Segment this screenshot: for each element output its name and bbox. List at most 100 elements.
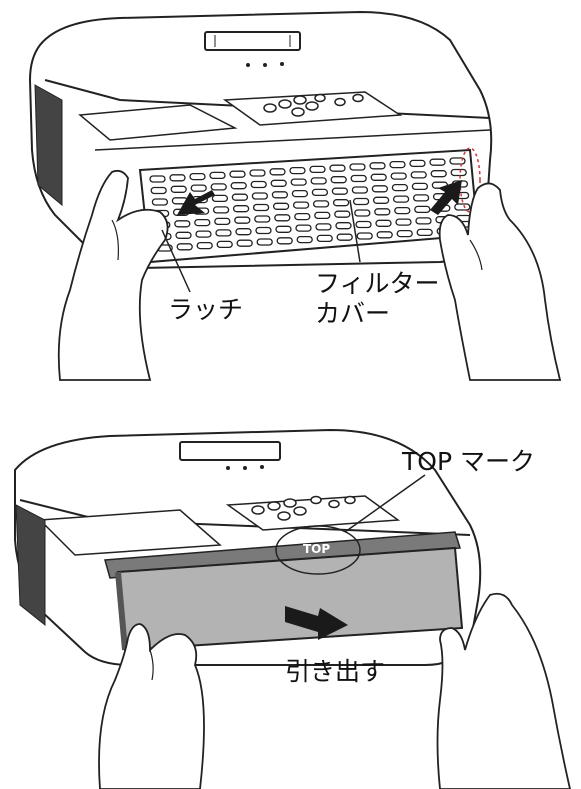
grille-slot — [235, 228, 252, 236]
grille-slot — [351, 186, 369, 194]
grille-slot — [392, 195, 410, 203]
grille-slot — [334, 210, 351, 218]
grille-slot — [376, 231, 393, 239]
filter-cover-grille — [138, 148, 480, 264]
pull-out-label: 引き出す — [285, 657, 385, 686]
hand-right-icon — [438, 182, 562, 381]
grille-slot — [395, 218, 412, 226]
grille-slot — [234, 216, 251, 224]
latch-label: ラッチ — [168, 295, 243, 324]
grille-slot — [316, 234, 333, 243]
filter-cover-label-line2: カバー — [315, 299, 390, 328]
grille-slot — [272, 202, 290, 210]
grille-slot — [449, 157, 466, 165]
control-buttons-2 — [251, 495, 356, 521]
grille-slot — [290, 178, 307, 186]
grille-slot — [330, 176, 347, 184]
grille-slot — [396, 229, 413, 238]
grille-slot — [212, 206, 230, 214]
grille-slot — [296, 235, 313, 244]
filter-cover-label-line1: フィルター — [315, 269, 440, 298]
arrow-left-icon — [177, 190, 215, 215]
grille-slot — [271, 191, 289, 199]
grille-slot — [374, 208, 391, 216]
latch-leader-line — [161, 229, 191, 293]
top-mark-text: TOP — [303, 542, 330, 556]
grille-slot — [230, 182, 247, 190]
filter-cover-leader-line — [349, 199, 361, 263]
grille-slot — [314, 211, 331, 220]
grille-slot — [176, 243, 193, 251]
grille-slot — [350, 174, 367, 183]
grille-slot — [294, 212, 311, 221]
grille-slot — [251, 192, 269, 200]
grille-slot — [372, 196, 390, 204]
grille-slot — [310, 177, 327, 185]
grille-slot — [309, 165, 326, 174]
grille-slot — [429, 158, 446, 166]
grille-slot — [312, 200, 330, 208]
latch-highlight — [459, 147, 481, 213]
grille-slot — [236, 239, 253, 247]
hand-right-icon-2 — [436, 592, 571, 789]
grille-slot — [370, 173, 387, 181]
grille-slot — [169, 174, 186, 182]
grille-slot — [450, 168, 467, 177]
grille-slot — [216, 240, 233, 249]
grille-slot — [150, 186, 167, 195]
grille-slot — [389, 160, 406, 169]
grille-slot — [211, 194, 229, 203]
grille-slot — [231, 193, 249, 201]
grille-slot — [209, 171, 226, 180]
indicator-dots — [246, 62, 284, 67]
grille-slot — [189, 172, 206, 181]
grille-slot — [214, 217, 231, 226]
pull-out-arrow-icon — [285, 606, 348, 640]
top-mark-label: TOP マーク — [401, 447, 535, 476]
grille-slot — [269, 168, 286, 176]
grille-slot — [332, 199, 350, 207]
grille-slot — [151, 198, 169, 206]
grille-slot — [229, 170, 246, 178]
grille-slot — [249, 169, 266, 177]
grille-slot — [311, 188, 329, 197]
grille-slot — [375, 219, 392, 227]
step1-illustration: ラッチ フィルター カバー — [28, 10, 562, 381]
grille-slot — [430, 170, 447, 178]
grille-slot — [349, 163, 366, 171]
grille-slot — [196, 241, 213, 250]
grille-slot — [270, 179, 287, 187]
grille-slot — [454, 203, 471, 211]
grille-slot — [329, 164, 346, 172]
grille-slot — [276, 237, 293, 245]
grille-slot — [255, 226, 272, 235]
grille-slot — [190, 184, 207, 192]
top-mark-highlight — [275, 525, 361, 575]
grille-slot — [210, 183, 227, 191]
grille-slot — [355, 220, 372, 229]
grille-slot — [315, 223, 332, 231]
grille-slot — [356, 232, 373, 240]
grille-slot — [170, 185, 187, 193]
grille-slot — [352, 197, 370, 206]
grille-slot — [256, 238, 273, 246]
grille-slot — [291, 189, 309, 198]
grille-slot — [409, 159, 426, 168]
grille-slot — [335, 222, 352, 230]
grille-slot — [252, 203, 270, 212]
grille-slot — [232, 205, 250, 213]
grille-slot — [410, 171, 427, 179]
grille-slot — [275, 225, 292, 233]
arrow-up-right-icon — [430, 180, 462, 215]
grille-slot — [174, 220, 191, 228]
grille-slot — [414, 205, 431, 214]
grille-slot — [354, 209, 371, 217]
grille-slot — [391, 183, 409, 192]
grille-slot — [394, 206, 411, 215]
grille-slot — [149, 175, 166, 183]
control-buttons — [263, 93, 364, 117]
grille-slot — [254, 215, 271, 223]
grille-slot — [336, 233, 353, 241]
grille-slot — [194, 218, 211, 227]
